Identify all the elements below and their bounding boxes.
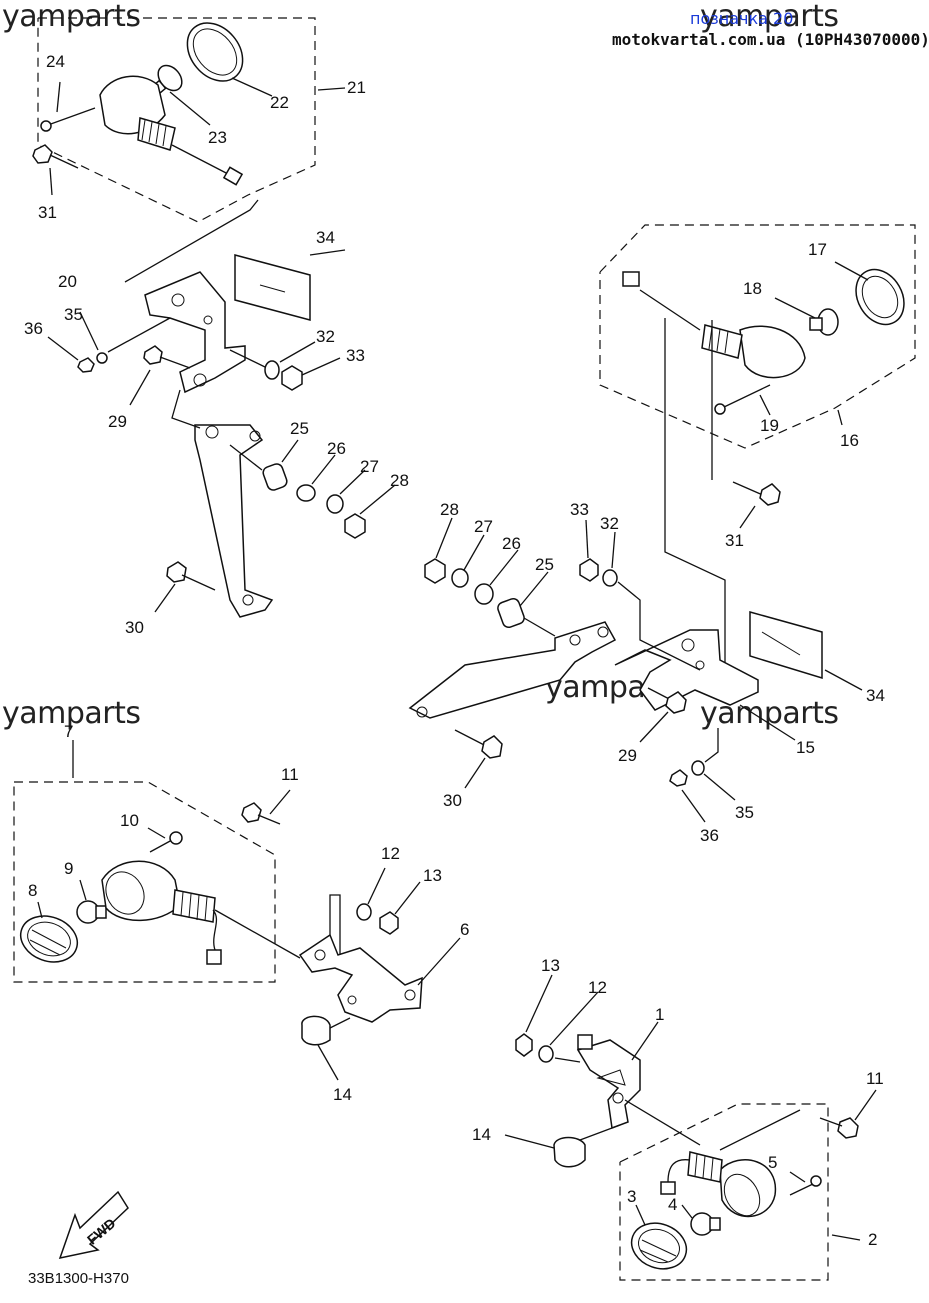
- callout-5: 5: [768, 1153, 777, 1172]
- callout-13-right: 13: [541, 956, 560, 975]
- callout-13: 13: [423, 866, 442, 885]
- callout-16: 16: [840, 431, 859, 450]
- watermark-top-left: yamparts: [2, 0, 141, 34]
- callout-10: 10: [120, 811, 139, 830]
- marking-label: позначка 20: [690, 9, 793, 28]
- rear-left-bracket-group: [47, 249, 396, 618]
- callout-24: 24: [46, 52, 65, 71]
- callout-26-right: 26: [502, 534, 521, 553]
- callout-21: 21: [347, 78, 366, 97]
- callout-6: 6: [460, 920, 469, 939]
- callout-18: 18: [743, 279, 762, 298]
- callout-33-right: 33: [570, 500, 589, 519]
- callout-19: 19: [760, 416, 779, 435]
- callout-12-right: 12: [588, 978, 607, 997]
- callout-3: 3: [627, 1187, 636, 1206]
- callout-29: 29: [108, 412, 127, 431]
- callout-34: 34: [316, 228, 335, 247]
- callout-11: 11: [281, 765, 299, 784]
- callout-4: 4: [668, 1195, 677, 1214]
- site-label: motokvartal.com.ua (10PH43070000): [612, 30, 929, 49]
- callout-25: 25: [290, 419, 309, 438]
- rear-right-flasher-group: [599, 224, 916, 680]
- watermark-top-right: yamparts: [700, 0, 839, 34]
- callout-17: 17: [808, 240, 827, 259]
- callout-8: 8: [28, 881, 37, 900]
- callout-7: 7: [64, 722, 73, 741]
- callout-31: 31: [38, 203, 57, 222]
- front-right-bracket-group: [504, 974, 701, 1168]
- callout-32: 32: [316, 327, 335, 346]
- callout-labels: 24 22 21 23 31 34 20 35 36 32 33 29 25 2…: [24, 52, 885, 1249]
- callout-30-right: 30: [443, 791, 462, 810]
- front-left-flasher-group: [13, 740, 301, 983]
- front-left-bracket-group: [298, 867, 461, 1081]
- callout-15: 15: [796, 738, 815, 757]
- callout-33: 33: [346, 346, 365, 365]
- callout-12: 12: [381, 844, 400, 863]
- front-right-flasher-group: [619, 1089, 877, 1281]
- callout-30: 30: [125, 618, 144, 637]
- callout-32-right: 32: [600, 514, 619, 533]
- callout-29-right: 29: [618, 746, 637, 765]
- callout-14-right: 14: [472, 1125, 491, 1144]
- callout-26: 26: [327, 439, 346, 458]
- callout-34-right: 34: [866, 686, 885, 705]
- forward-arrow: FWD: [58, 1190, 129, 1260]
- callout-36: 36: [24, 319, 43, 338]
- diagram-code: 33B1300-H370: [28, 1270, 129, 1287]
- callout-35-right: 35: [735, 803, 754, 822]
- rear-right-bracket-group: [408, 517, 863, 823]
- callout-11-right: 11: [866, 1069, 884, 1088]
- callout-36-right: 36: [700, 826, 719, 845]
- callout-35: 35: [64, 305, 83, 324]
- callout-28-right: 28: [440, 500, 459, 519]
- callout-1: 1: [655, 1005, 664, 1024]
- watermark-left-mid: yamparts: [2, 696, 141, 731]
- callout-27-right: 27: [474, 517, 493, 536]
- callout-9: 9: [64, 859, 73, 878]
- callout-27: 27: [360, 457, 379, 476]
- callout-23: 23: [208, 128, 227, 147]
- callout-14: 14: [333, 1085, 352, 1104]
- callout-22: 22: [270, 93, 289, 112]
- rear-left-flasher-group: [32, 17, 346, 283]
- callout-20: 20: [58, 272, 77, 291]
- callout-31-right: 31: [725, 531, 744, 550]
- callout-28: 28: [390, 471, 409, 490]
- callout-25-right: 25: [535, 555, 554, 574]
- callout-2: 2: [868, 1230, 877, 1249]
